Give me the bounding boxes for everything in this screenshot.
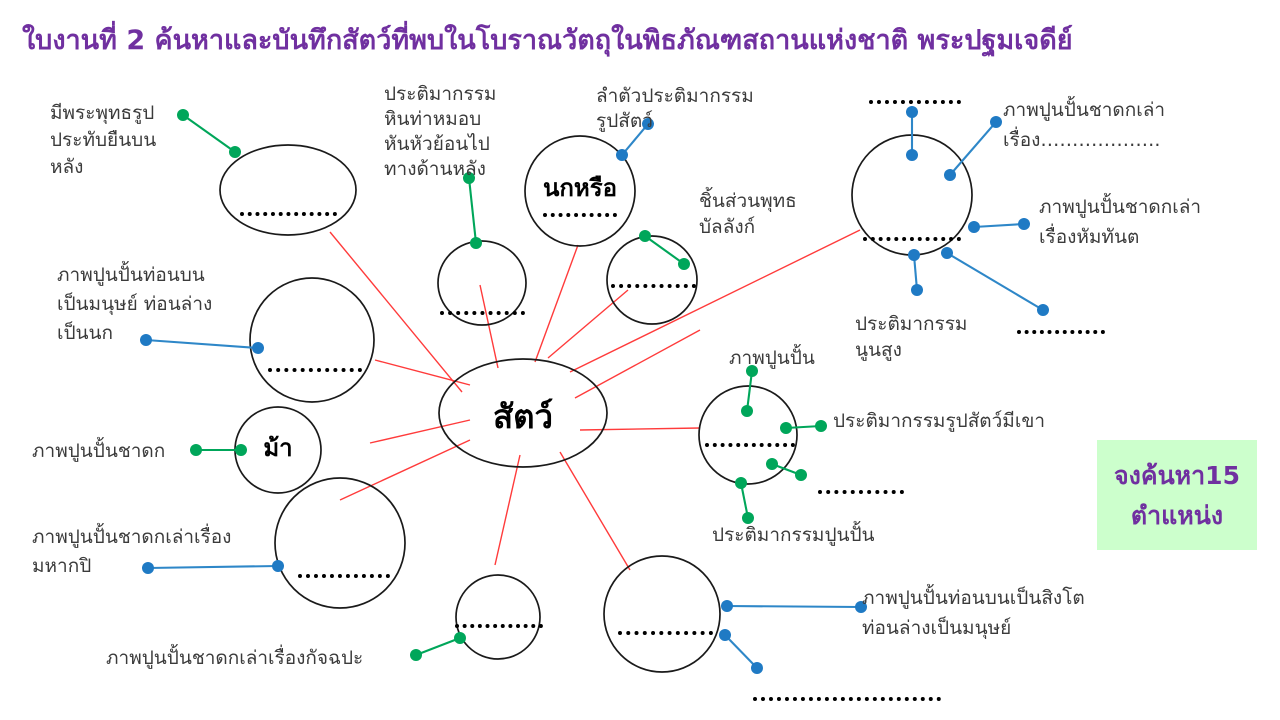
blank-line-node-stucco-human-bird: [268, 368, 362, 372]
node-stucco-human-bird: [249, 277, 375, 403]
node-top-left: [219, 144, 357, 236]
node-lion-human: [603, 555, 721, 673]
blank-line-high-relief-outer: [1017, 330, 1105, 334]
label-stucco-upper-human: ภาพปูนปั้นท่อนบน เป็นมนุษย์ ท่อนล่าง เป็…: [57, 264, 213, 344]
label-stucco-jataka: ภาพปูนปั้นชาดก: [32, 440, 166, 462]
label-buddha-standing: มีพระพุทธรูป ประทับยืนบน หลัง: [50, 102, 157, 178]
center-node-label: สัตว์: [492, 397, 554, 436]
node-label-horse: ม้า: [263, 434, 293, 462]
label-stucco-mahakapi: ภาพปูนปั้นชาดกเล่าเรื่อง มหากปิ: [32, 526, 232, 577]
label-high-relief: ประติมากรรม นูนสูง: [855, 313, 968, 361]
callout-line-1: จงค้นหา15: [1114, 461, 1240, 490]
blank-line-node-bird: [543, 213, 617, 217]
blank-line-node-buddha-throne: [611, 284, 696, 288]
blank-line-node-lion-human: [618, 631, 713, 635]
blank-line-horned-outer: [818, 490, 904, 494]
node-kajjapa: [455, 574, 541, 660]
node-mahakapi: [274, 477, 406, 609]
blank-line-bottom-long: [753, 697, 941, 701]
blank-line-node-mahakapi: [298, 574, 390, 578]
blank-line-node-top-right: [863, 237, 961, 241]
label-stucco-image: ภาพปูนปั้น: [729, 347, 815, 369]
node-buddha-throne: [606, 235, 698, 325]
label-stucco-sculpture: ประติมากรรมปูนปั้น: [712, 524, 875, 546]
label-animal-body: ลำตัวประติมากรรม รูปสัตว์: [596, 85, 754, 132]
label-stucco-kajjapa: ภาพปูนปั้นชาดกเล่าเรื่องกัจฉปะ: [106, 647, 364, 669]
label-horned-animal-sculpture: ประติมากรรมรูปสัตว์มีเขา: [833, 410, 1045, 432]
center-spokes: [329, 229, 861, 571]
label-lion-human: ภาพปูนปั้นท่อนบนเป็นสิงโต ท่อนล่างเป็นมน…: [862, 587, 1085, 639]
blank-line-node-stone-sculpture: [440, 311, 525, 315]
blank-line-node-top-right-outer: [869, 100, 961, 104]
node-label-bird: นกหรือ: [542, 174, 618, 202]
label-jataka-story-blank: ภาพปูนปั้นชาดกเล่า เรื่อง……………….: [1003, 99, 1166, 151]
instruction-callout: จงค้นหา15 ตำแหน่ง: [1097, 440, 1257, 550]
node-horned-animal: [698, 385, 798, 485]
label-jataka-hatthanta: ภาพปูนปั้นชาดกเล่า เรื่องหัมทันต: [1039, 196, 1202, 248]
callout-line-2: ตำแหน่ง: [1130, 501, 1224, 530]
page-title: ใบงานที่ 2 ค้นหาและบันทึกสัตว์ที่พบในโบร…: [22, 25, 1073, 56]
blank-line-node-kajjapa: [455, 624, 543, 628]
label-buddha-throne-piece: ชิ้นส่วนพุทธ บัลลังก์: [699, 190, 797, 238]
label-stone-crouch: ประติมากรรม หินท่าหมอบ หันหัวย้อนไป ทางด…: [384, 83, 497, 180]
blank-line-node-top-left: [240, 212, 337, 216]
blank-line-node-horned-animal: [705, 443, 795, 447]
